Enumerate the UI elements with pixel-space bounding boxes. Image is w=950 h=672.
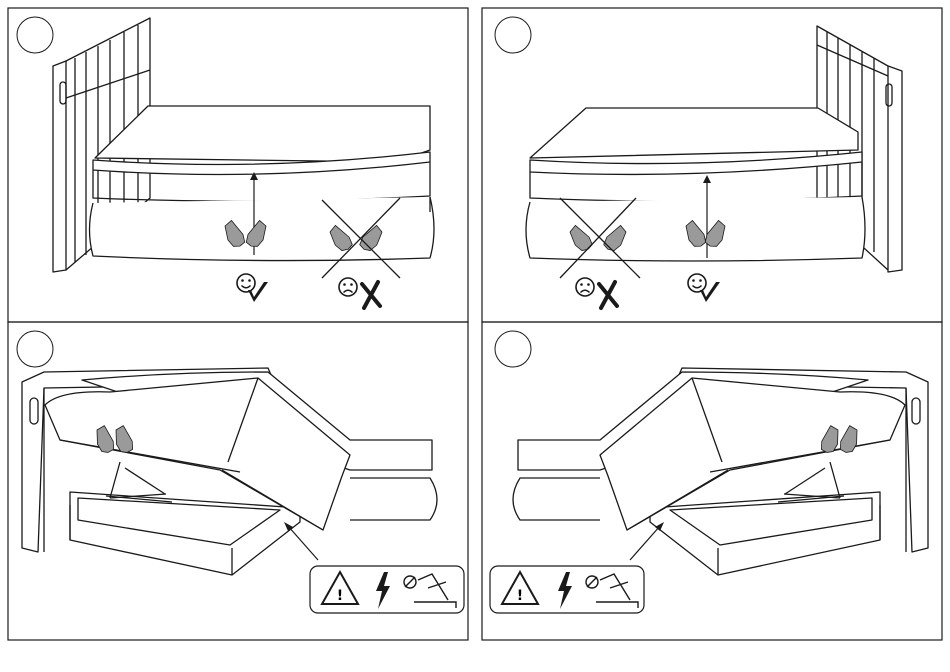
leader-arrow [630,526,660,560]
smiley-icon [688,274,706,292]
bed-illustration [513,368,928,575]
warning-callout: ! [310,566,464,613]
panel-1-step-badge [17,17,53,53]
smiley-icon [237,274,255,292]
warning-callout: ! [490,566,644,613]
panel-4-step-badge [495,331,531,367]
panel-2-step-badge [495,17,531,53]
check-icon [700,282,720,302]
bed-illustration [22,368,437,575]
warning-label: ! [517,588,523,604]
cross-icon [599,282,617,308]
panel-4: ! [482,322,942,640]
panel-3: ! [8,322,468,640]
panel-3-step-badge [17,331,53,367]
check-icon [248,282,268,302]
cross-icon [362,282,380,308]
leader-arrow [288,526,318,560]
frown-icon [339,278,357,296]
panel-2 [482,8,942,322]
warning-label: ! [337,588,343,604]
panel-1 [8,8,468,322]
frown-icon [576,278,594,296]
